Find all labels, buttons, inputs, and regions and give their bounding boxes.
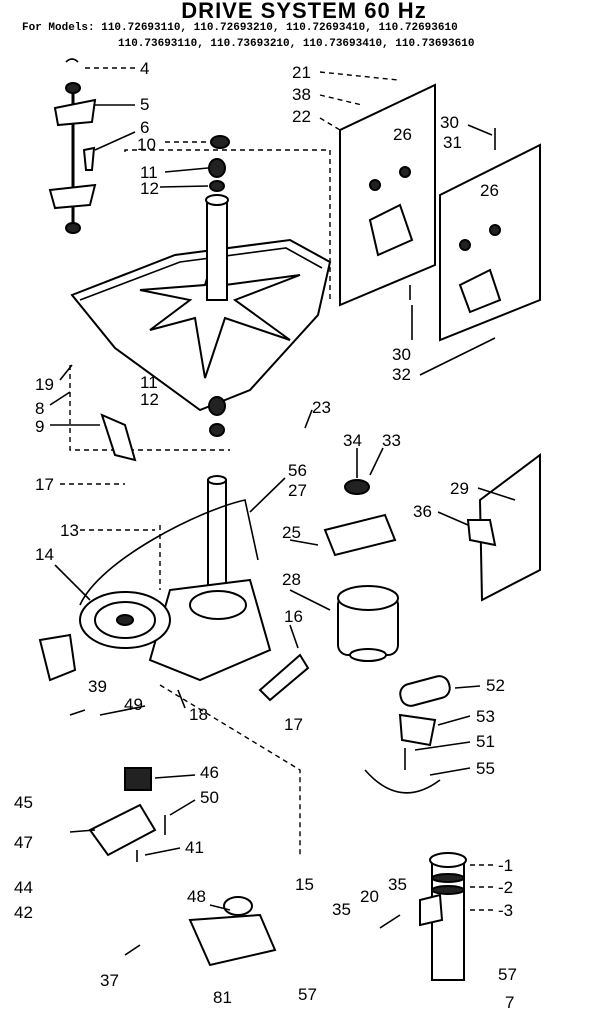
callout-15: 15: [295, 875, 314, 894]
callout-39: 39: [88, 677, 107, 696]
callout-30-b: 30: [392, 345, 411, 364]
callout-13: 13: [60, 521, 79, 540]
callout-32: 32: [392, 365, 411, 384]
callout-35-b: 35: [332, 900, 351, 919]
pump-body: [188, 913, 277, 967]
callout-57: 57: [298, 985, 317, 1004]
motor-bracket-16: [258, 653, 310, 702]
callout-17-b: 17: [284, 715, 303, 734]
callout-29: 29: [450, 479, 469, 498]
callout-55: 55: [476, 759, 495, 778]
callout-26: 26: [393, 125, 412, 144]
cover-panel-22: [339, 83, 436, 307]
callout-labels: 4 5 6 10 11 12 21 38 22 26 30 31 26 30 3…: [14, 59, 517, 1011]
callout-26-b: 26: [480, 181, 499, 200]
callout-81: 81: [213, 988, 232, 1007]
callout-21: 21: [292, 63, 311, 82]
transmission-group: [38, 413, 397, 702]
callout-34: 34: [343, 431, 362, 450]
callout-5: 5: [140, 95, 149, 114]
models-line-1: For Models: 110.72693110, 110.72693210, …: [22, 22, 458, 34]
center-post: [206, 199, 228, 301]
callout-53: 53: [476, 707, 495, 726]
callout-28: 28: [282, 570, 301, 589]
callout-37: 37: [100, 971, 119, 990]
callout-9: 9: [35, 417, 44, 436]
cover-panel-29: [478, 453, 541, 602]
post-nut: [210, 135, 230, 149]
callout-31: 31: [443, 133, 462, 152]
callout-45: 45: [14, 793, 33, 812]
callout-51: 51: [476, 732, 495, 751]
callout-11-b: 11: [140, 373, 158, 392]
callout-14: 14: [35, 545, 54, 564]
callout-12-b: 12: [140, 390, 159, 409]
callout-11: 11: [140, 163, 158, 182]
callout-41: 41: [185, 838, 204, 857]
callout-2: -2: [498, 878, 513, 897]
base-plate-group: [69, 135, 332, 451]
callout-17: 17: [35, 475, 54, 494]
capacitor-group: [364, 675, 451, 794]
models-line-2: 110.73693110, 110.73693210, 110.73693410…: [118, 38, 475, 50]
cover-panels: [339, 83, 541, 342]
callout-10: 10: [137, 135, 156, 154]
callout-20: 20: [360, 887, 379, 906]
callout-23: 23: [312, 398, 331, 417]
callout-22: 22: [292, 107, 311, 126]
lid-switch-group: [69, 709, 166, 862]
callout-52: 52: [486, 676, 505, 695]
callout-57-b: 57: [498, 965, 517, 984]
callout-48: 48: [187, 887, 206, 906]
callout-33: 33: [382, 431, 401, 450]
callout-44: 44: [14, 878, 33, 897]
leveling-bracket-group: [48, 58, 97, 234]
leader-lines: [49, 67, 516, 956]
callout-16: 16: [284, 607, 303, 626]
post-bearing: [208, 158, 226, 178]
callout-8: 8: [35, 399, 44, 418]
callout-38: 38: [292, 85, 311, 104]
callout-1: -1: [498, 856, 513, 875]
callout-47: 47: [14, 833, 33, 852]
callout-4: 4: [140, 59, 149, 78]
callout-6: 6: [140, 118, 149, 137]
callout-50: 50: [200, 788, 219, 807]
callout-12: 12: [140, 179, 159, 198]
motor-group: [337, 585, 399, 662]
callout-27: 27: [288, 481, 307, 500]
callout-25: 25: [282, 523, 301, 542]
callout-18: 18: [189, 705, 208, 724]
capacitor: [399, 675, 451, 707]
callout-35: 35: [388, 875, 407, 894]
callout-19: 19: [35, 375, 54, 394]
callout-30: 30: [440, 113, 459, 132]
cover-panel-31: [439, 143, 541, 342]
callout-56: 56: [288, 461, 307, 480]
callout-42: 42: [14, 903, 33, 922]
callout-46: 46: [200, 763, 219, 782]
pump-group: [188, 852, 467, 981]
diagram-title: DRIVE SYSTEM 60 Hz: [181, 0, 427, 23]
callout-3: -3: [498, 901, 513, 920]
callout-36: 36: [413, 502, 432, 521]
callout-49: 49: [124, 695, 143, 714]
callout-7: 7: [505, 993, 514, 1011]
